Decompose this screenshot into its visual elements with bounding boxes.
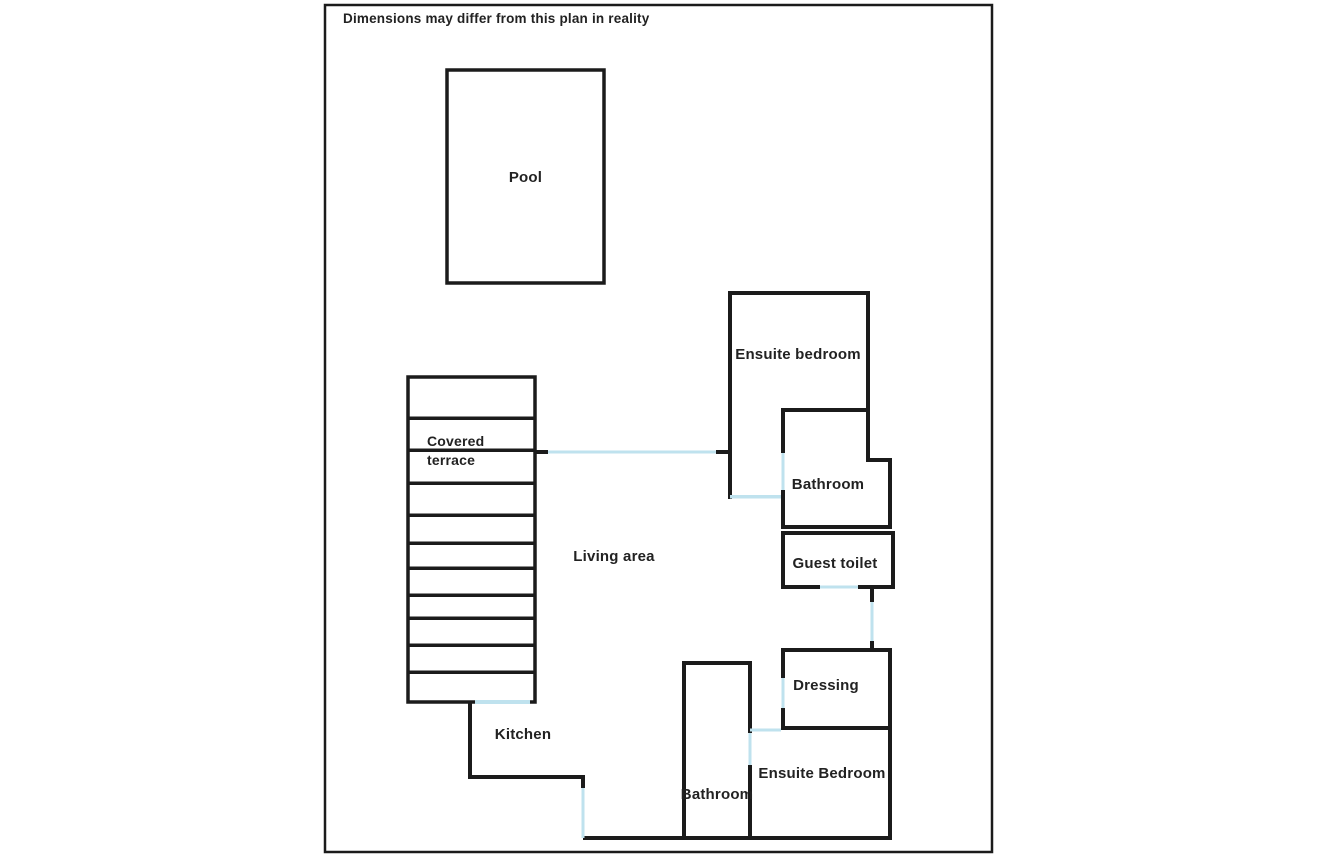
- corridor-opening: [870, 602, 874, 641]
- ensuite-bedroom-opening: [750, 728, 781, 732]
- bedroom-top-wall: [728, 291, 870, 295]
- bathroom-left-wall-upper: [781, 408, 785, 453]
- wall-segment: [581, 775, 585, 788]
- guest-toilet-right-wall: [891, 531, 895, 589]
- bathroom2-right-wall-lower: [748, 765, 752, 840]
- terrace-door-opening: [475, 700, 530, 704]
- room-label-dressing: Dressing: [793, 677, 859, 694]
- bathroom2-door-opening: [748, 733, 752, 765]
- kitchen-bottom-wall: [468, 775, 585, 779]
- bathroom2-top-wall: [682, 661, 752, 665]
- bathroom2-right-wall-upper: [748, 661, 752, 733]
- bedroom-door-opening: [730, 495, 781, 499]
- dressing-left-wall-upper: [781, 648, 785, 678]
- guest-toilet-door-opening: [820, 585, 858, 589]
- bathroom2-left-wall: [682, 661, 686, 840]
- terrace-deck-lines: [408, 416, 535, 674]
- bedroom-left-wall: [728, 291, 732, 499]
- bottom-exterior-wall: [583, 836, 890, 840]
- bedroom-bottom-wall: [781, 408, 870, 412]
- room-label-bathroom-bottom: Bathroom: [680, 786, 754, 803]
- guest-toilet-left-wall: [781, 531, 785, 589]
- terrace-outline: [406, 375, 537, 704]
- room-label-covered-terrace-line1: Covered: [427, 433, 485, 449]
- room-label-bathroom-top: Bathroom: [791, 476, 865, 493]
- kitchen-left-wall: [468, 702, 472, 779]
- bathroom-step-wall: [866, 458, 892, 462]
- guest-toilet-bottom-wall: [858, 585, 895, 589]
- wall-segment: [536, 450, 548, 454]
- bathroom-bottom-wall: [781, 525, 892, 529]
- wall-segment: [870, 641, 874, 652]
- room-label-pool: Pool: [508, 169, 543, 186]
- bathroom-door-opening: [781, 453, 785, 490]
- disclaimer-text: Dimensions may differ from this plan in …: [343, 11, 650, 26]
- room-label-kitchen: Kitchen: [494, 726, 552, 743]
- bathroom-right-wall: [888, 458, 892, 529]
- dressing-bedroom-right-wall: [888, 648, 892, 840]
- guest-toilet-bottom-wall: [781, 585, 820, 589]
- dressing-left-wall-lower: [781, 708, 785, 730]
- room-label-guest-toilet: Guest toilet: [792, 555, 878, 572]
- pool-outline: [445, 68, 606, 285]
- kitchen-door-opening: [581, 788, 585, 838]
- dressing-top-wall: [781, 648, 892, 652]
- plan-outer-border: [323, 3, 994, 854]
- dressing-bottom-wall: [781, 726, 892, 730]
- dressing-door-opening: [781, 678, 785, 708]
- living-area-opening: [548, 450, 716, 454]
- room-label-ensuite-bedroom-bottom: Ensuite Bedroom: [758, 765, 886, 782]
- bedroom-right-wall: [866, 291, 870, 462]
- room-label-covered-terrace-line2: terrace: [427, 452, 476, 468]
- wall-segment: [870, 588, 874, 602]
- guest-toilet-top-wall: [781, 531, 895, 535]
- wall-segment: [716, 450, 730, 454]
- bathroom-left-wall-lower: [781, 490, 785, 529]
- room-label-ensuite-bedroom-top: Ensuite bedroom: [735, 346, 861, 363]
- room-label-living-area: Living area: [573, 548, 655, 565]
